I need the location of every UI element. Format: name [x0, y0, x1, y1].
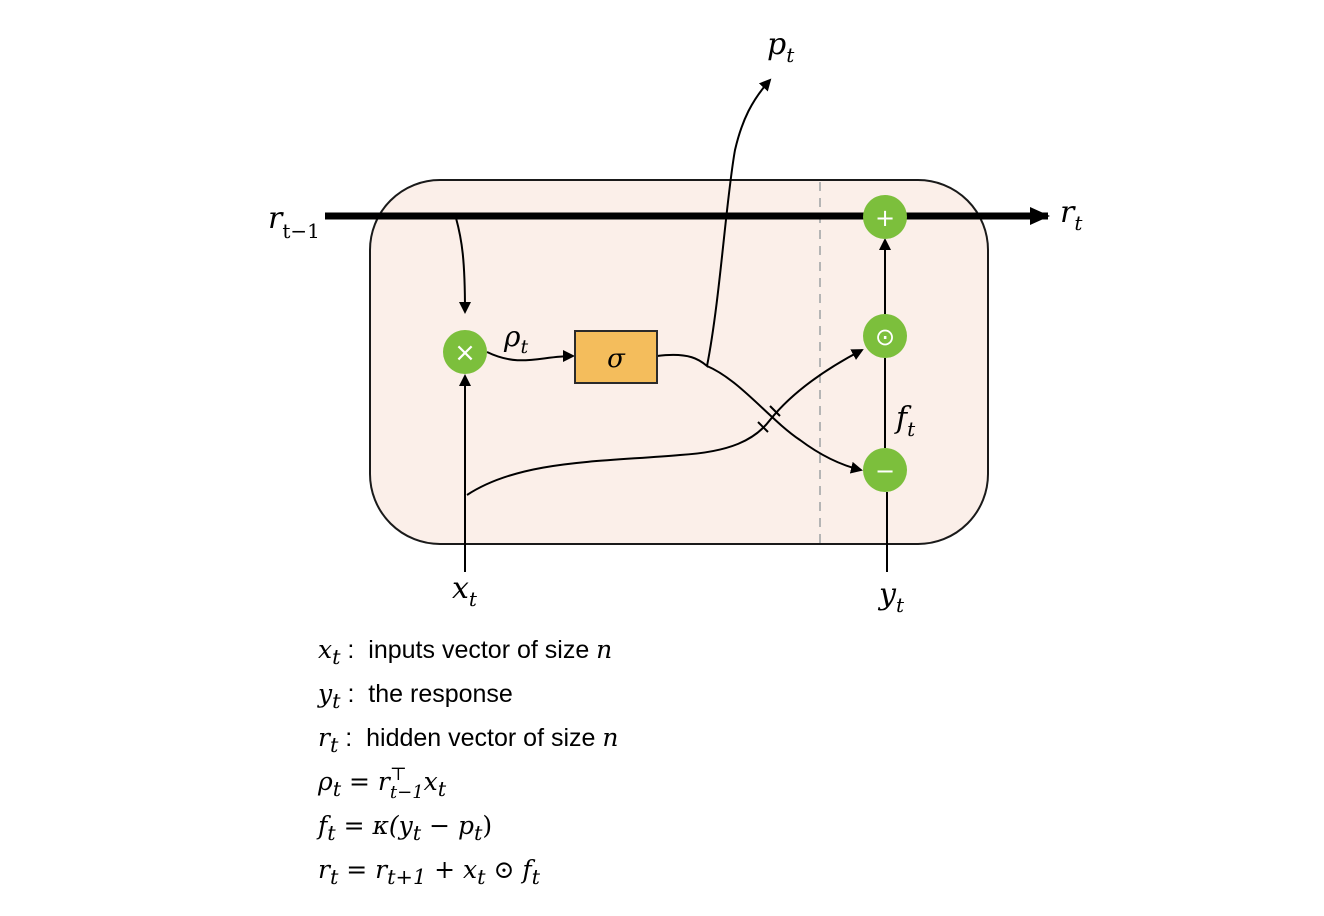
legend-row-y: yt : the response	[318, 679, 513, 713]
minus-icon: −	[875, 457, 895, 485]
multiply-operator: ×	[443, 330, 487, 374]
x-to-hadamard-arrow	[466, 349, 864, 496]
equation-r: rt = rt+1 + xt ⊙ ft	[318, 855, 541, 889]
r-to-multiply-arrow	[455, 217, 471, 314]
sigma-label: σ	[607, 344, 626, 374]
crossing-tick	[757, 421, 769, 433]
legend-row-r: rt : hidden vector of size n	[318, 723, 619, 757]
minus-operator: −	[863, 448, 907, 492]
label-rho: ρt	[503, 320, 528, 358]
label-r-prev: rt−1	[268, 201, 320, 243]
label-r-out: rt	[1060, 195, 1083, 235]
p-to-minus-arrow	[706, 365, 863, 474]
label-y-in: yt	[877, 577, 905, 617]
hadamard-operator: ⊙	[863, 314, 907, 358]
label-p-out: pt	[767, 27, 795, 67]
plus-operator: +	[863, 195, 907, 239]
legend-row-x: xt : inputs vector of size n	[318, 635, 613, 669]
legend: xt : inputs vector of size n yt : the re…	[318, 628, 1018, 892]
p-output-arrow	[656, 78, 772, 368]
equation-f: ft = κ(yt − pt)	[318, 811, 493, 845]
plus-icon: +	[875, 204, 895, 232]
sigma-box	[574, 330, 658, 384]
crossing-tick	[769, 405, 781, 417]
hadamard-icon: ⊙	[875, 323, 895, 351]
label-x-in: xt	[452, 571, 478, 611]
rho-arrow	[486, 350, 575, 363]
multiply-icon: ×	[454, 338, 476, 368]
cell-panel	[369, 179, 989, 545]
